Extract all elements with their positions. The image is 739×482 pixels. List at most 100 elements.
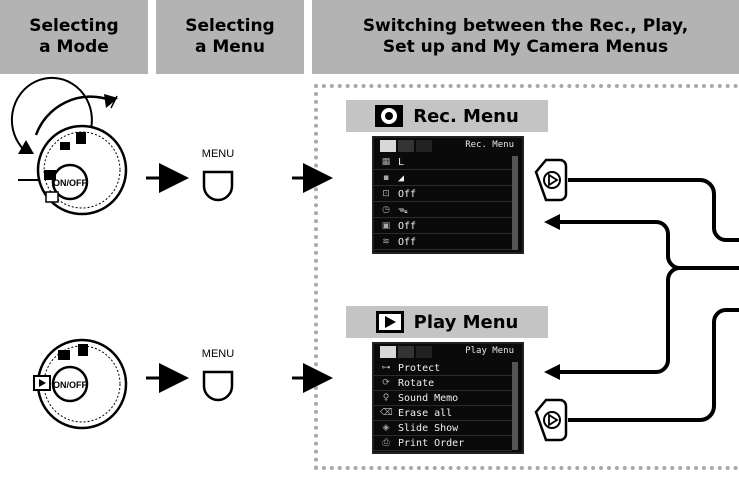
play-tab-icon (398, 140, 414, 152)
setup-tab-icon (398, 346, 414, 358)
connector-line (568, 178, 739, 242)
right-button-circle (543, 411, 561, 429)
screen-title: Rec. Menu (465, 140, 514, 150)
menu-row[interactable]: ≋ Off (374, 236, 512, 250)
connector-line (568, 308, 739, 422)
screen-tabs (374, 344, 522, 360)
play-menu-title-text: Play Menu (413, 311, 519, 333)
header-line: a Mode (39, 37, 109, 57)
power-button (51, 365, 89, 403)
mycamera-tab-icon (416, 346, 432, 358)
menu-row-value: Off (398, 221, 417, 232)
header-line: a Menu (194, 37, 266, 57)
movie-icon (78, 344, 88, 356)
menu-button-shape (202, 370, 234, 402)
play-tab-icon (380, 346, 396, 358)
switch-lines (544, 178, 739, 422)
rotate-arrow-icon (34, 95, 111, 136)
menu-row[interactable]: ♀ Sound Memo (374, 392, 512, 406)
power-button (51, 163, 89, 201)
right-button-top[interactable] (534, 158, 568, 202)
menu-switch-region (314, 84, 739, 470)
menu-button-top[interactable] (202, 170, 234, 202)
right-button-bottom[interactable] (534, 398, 568, 442)
erase-all-icon: ⌫ (380, 408, 393, 418)
header-switching-menus: Switching between the Rec., Play,Set up … (312, 0, 739, 74)
right-button-circle (543, 171, 561, 189)
digital-zoom-icon: ⊡ (382, 189, 390, 199)
camera-mode-icon (58, 350, 70, 360)
rotate-arrowhead-icon (18, 140, 34, 154)
menu-button-label: MENU (201, 148, 235, 160)
screen-tabs (374, 138, 522, 154)
play-icon (375, 311, 404, 333)
self-timer-icon: ◷ (382, 205, 390, 215)
play-triangle-icon (39, 379, 46, 387)
sound-memo-icon: ♀ (382, 393, 390, 403)
af-assist-icon: ≋ (382, 237, 390, 247)
arrows (146, 163, 333, 393)
on-off-label: ON/OFF (53, 178, 87, 188)
slide-show-icon: ◈ (382, 423, 390, 433)
scrollbar[interactable] (512, 362, 518, 450)
menu-row-value: L (398, 157, 405, 168)
menu-row-value: ◢ (398, 173, 405, 184)
menu-row-value: Off (398, 237, 417, 248)
header-line: Selecting (185, 16, 275, 36)
menu-row-value: Slide Show (398, 423, 459, 434)
menu-row[interactable]: ⟳ Rotate (374, 377, 512, 391)
mode-dial-bottom[interactable]: ON/OFF (33, 338, 128, 430)
menu-row[interactable]: ⌫ Erase all (374, 407, 512, 421)
on-off-label: ON/OFF (53, 380, 87, 390)
menu-row[interactable]: ⊶ Protect (374, 362, 512, 376)
menu-row-value: ᯓ (398, 205, 408, 216)
rec-menu-title: Rec. Menu (346, 100, 548, 132)
menu-row-value: Erase all (398, 408, 453, 419)
menu-row[interactable]: ◈ Slide Show (374, 422, 512, 436)
print-order-icon: ⎙ (382, 438, 390, 448)
image-size-icon: ▦ (381, 157, 391, 167)
header-line: Selecting (29, 16, 119, 36)
compression-icon: ▪ (382, 173, 390, 183)
menu-button-label: MENU (201, 348, 235, 360)
menu-row[interactable]: ◷ᯓ (374, 204, 512, 218)
camera-mode-icon (44, 170, 56, 180)
menu-row[interactable]: ▦L (374, 156, 512, 170)
movie-icon (76, 132, 86, 144)
play-menu-screen: Play Menu ⊶ Protect ⟳ Rotate ♀ Sound Memo ⌫… (372, 342, 524, 454)
menu-row-value: Protect (398, 363, 441, 374)
mode-dial-top[interactable]: ON/OFF (10, 76, 128, 216)
arrow-left-icon (544, 214, 560, 230)
connector-line (558, 220, 739, 270)
slash-mark (110, 95, 118, 109)
protect-icon: ⊶ (381, 363, 391, 373)
menu-button-bottom[interactable] (202, 370, 234, 402)
rec-tab-icon (380, 140, 396, 152)
menu-row[interactable]: ▣ Off (374, 220, 512, 234)
setup-tab-icon (416, 140, 432, 152)
header-line: Switching between the Rec., Play, (362, 16, 689, 36)
menu-row-value: Rotate (398, 378, 435, 389)
scrollbar[interactable] (512, 156, 518, 250)
menu-row[interactable]: ⊡ Off (374, 188, 512, 202)
play-mode-icon (45, 191, 59, 203)
rotate-icon: ⟳ (382, 378, 390, 388)
menu-row-value: Off (398, 189, 417, 200)
rotate-arrowhead-icon (104, 94, 118, 108)
right-arrow-icon (548, 173, 559, 187)
right-arrow-icon (548, 413, 559, 427)
rec-menu-screen: Rec. Menu ▦L ▪◢ ⊡Off ◷ᯓ ▣Off ≋Off (372, 136, 524, 254)
menu-button-shape (202, 170, 234, 202)
scene-icon (60, 142, 70, 150)
screen-title: Play Menu (465, 346, 514, 356)
menu-row-value: Print Order (398, 438, 465, 449)
review-icon: ▣ (381, 221, 391, 231)
play-menu-title: Play Menu (346, 306, 548, 338)
menu-row-value: Sound Memo (398, 393, 459, 404)
connector-line (558, 266, 739, 374)
menu-row[interactable]: ▪◢ (374, 172, 512, 186)
arrow-left-icon (544, 364, 560, 380)
menu-row[interactable]: ⎙ Print Order (374, 437, 512, 451)
